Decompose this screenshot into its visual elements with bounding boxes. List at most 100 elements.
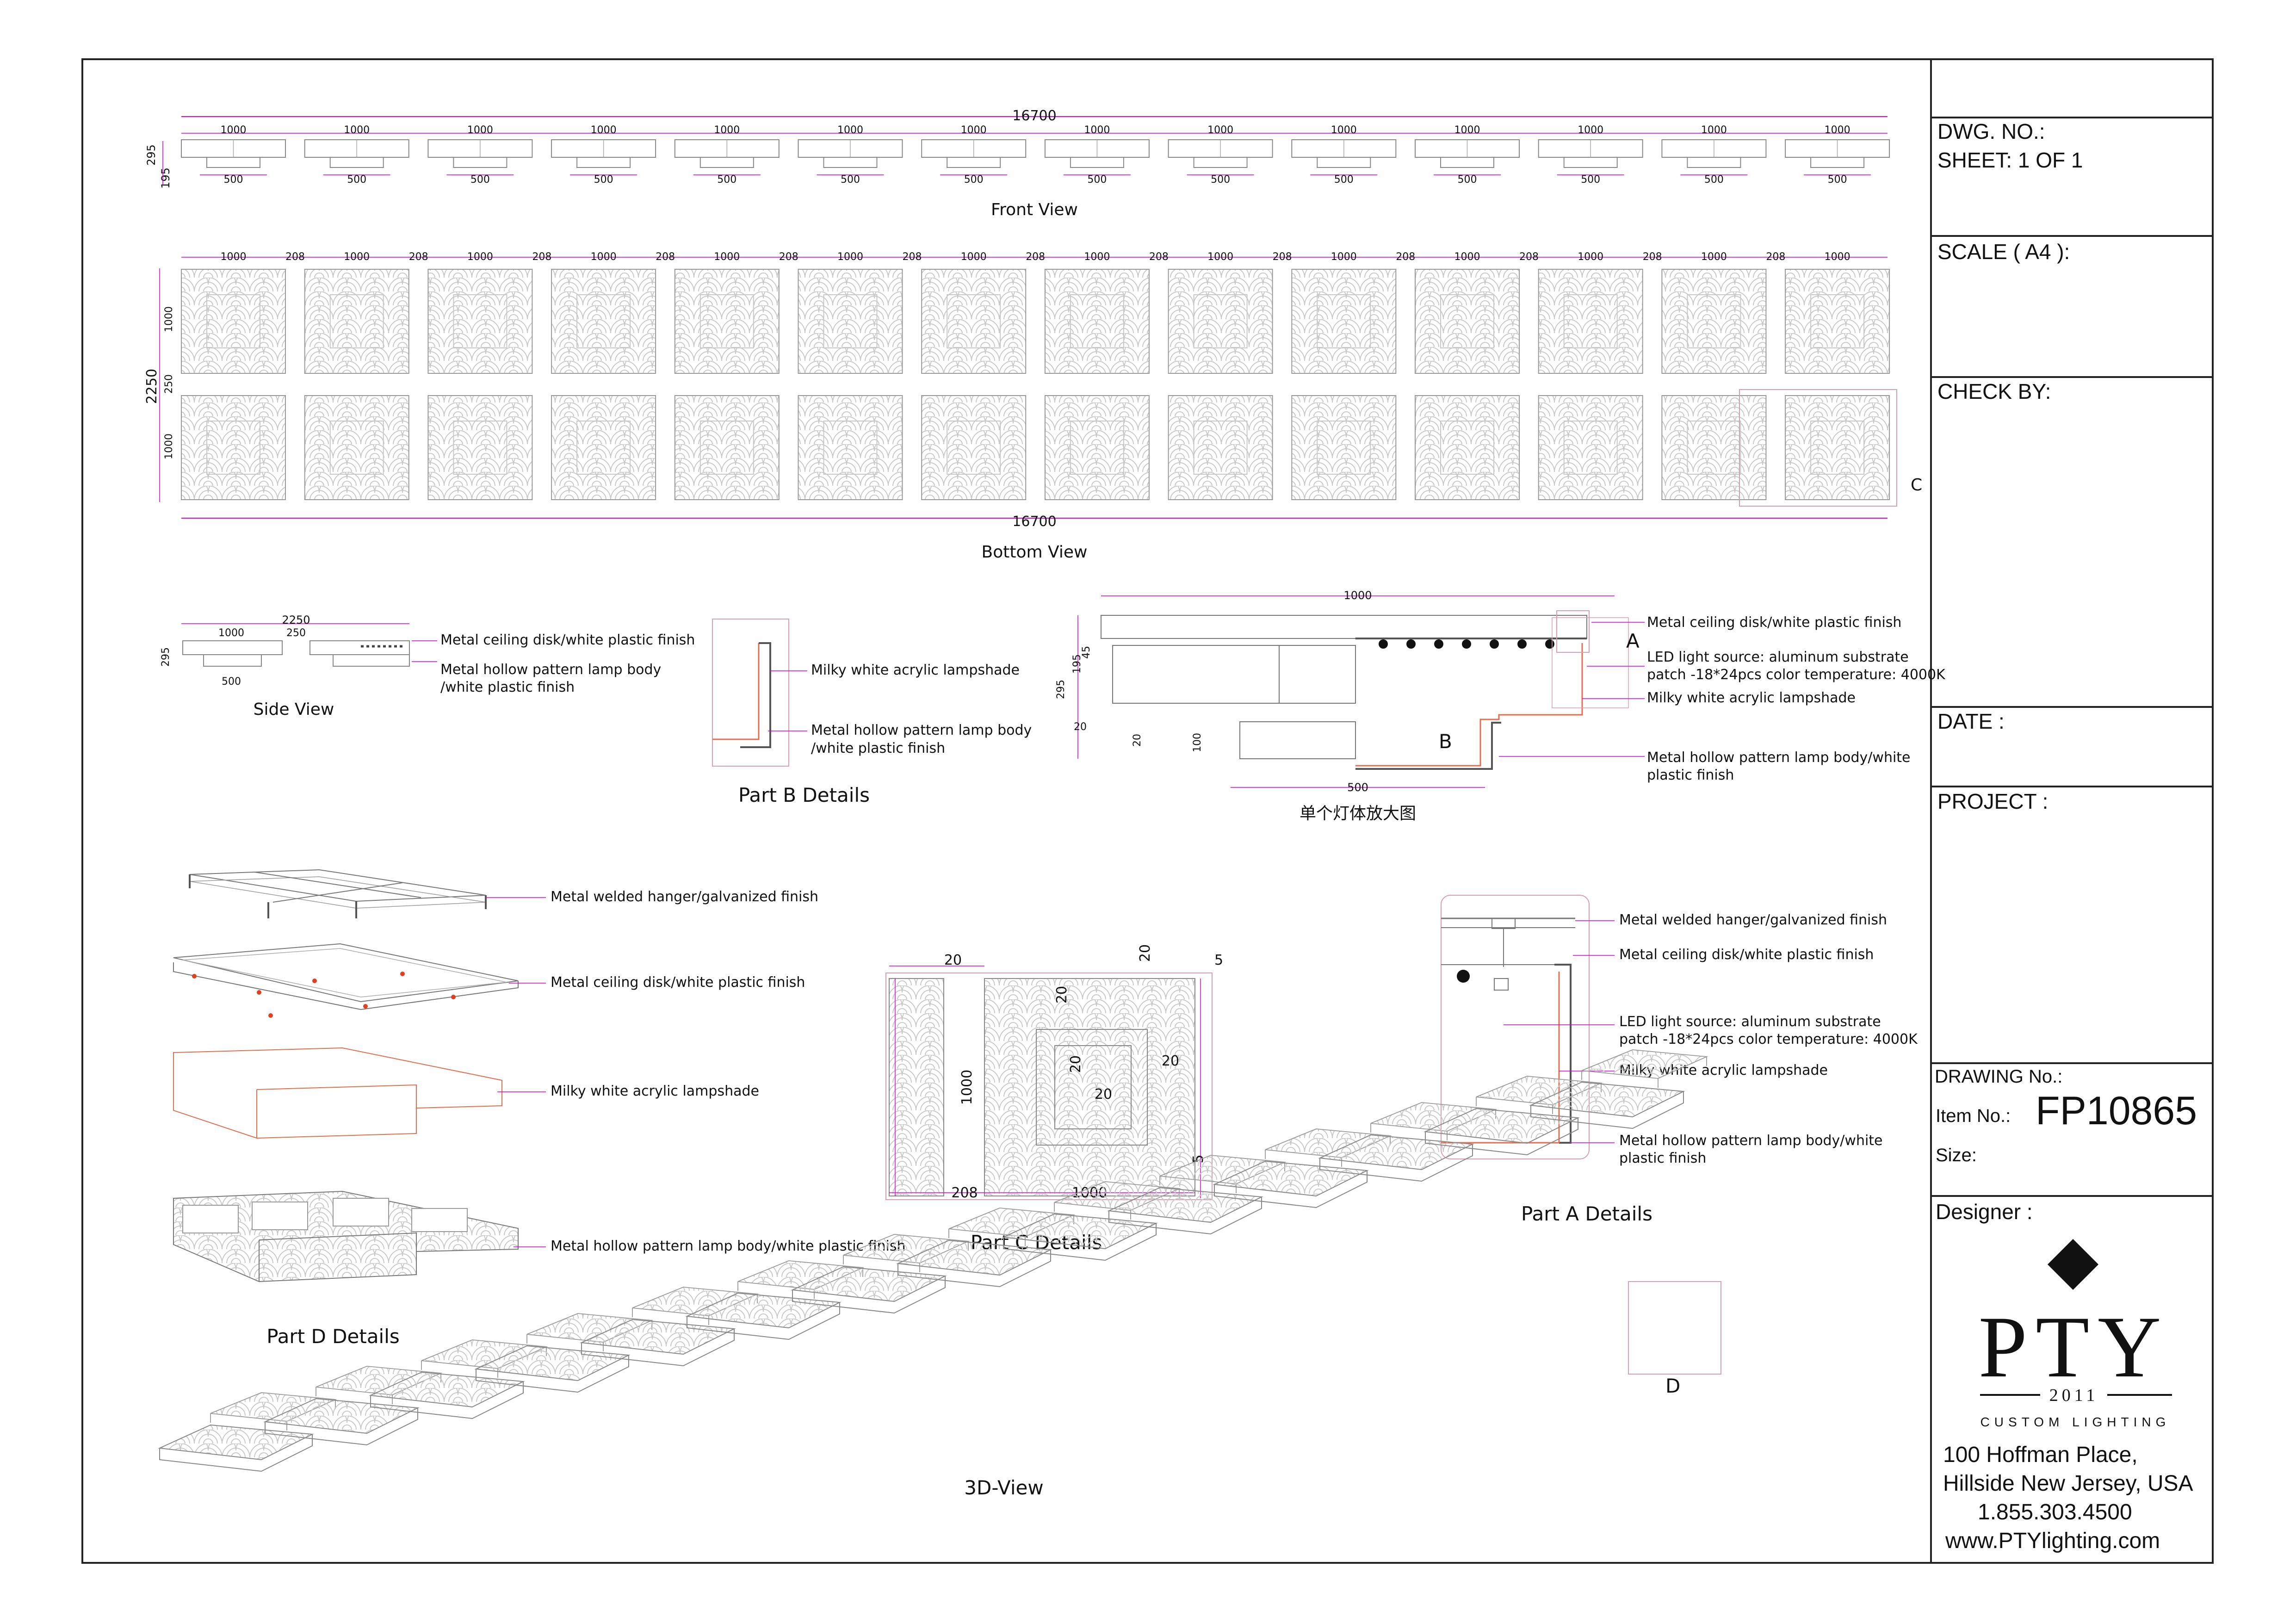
enlarged-top-dim: 45	[1081, 646, 1092, 659]
bottom-panel	[1044, 395, 1150, 500]
iso-module	[1002, 1181, 1181, 1261]
bottom-module-dim: 1000	[837, 251, 863, 263]
phone: 1.855.303.4500	[1978, 1500, 2132, 1524]
front-module-dim: 1000	[1454, 124, 1480, 136]
sheet-border	[81, 58, 2214, 1564]
front-module-half-dim: 500	[1334, 174, 1354, 186]
marker-b: B	[1439, 730, 1452, 753]
front-body-height-dim: 195	[159, 167, 172, 189]
front-module-half-dim: 500	[224, 174, 243, 186]
front-module-body	[1440, 157, 1494, 168]
drawing-no-label: DRAWING No.:	[1935, 1066, 2062, 1087]
part-b-title: Part B Details	[738, 784, 870, 806]
front-module-half-dim: 500	[1581, 174, 1600, 186]
date-label: DATE :	[1937, 709, 2005, 733]
part-b-callout-body-2: /white plastic finish	[811, 740, 945, 756]
website-link[interactable]: www.PTYlighting.com	[1945, 1529, 2160, 1553]
side-callout-body-2: /white plastic finish	[440, 679, 575, 695]
view-3d: D 3D-View	[158, 1049, 1721, 1499]
bottom-gap-dim: 208	[285, 251, 305, 263]
bottom-panel	[921, 269, 1027, 374]
front-module-half-dim: 500	[1211, 174, 1230, 186]
led-dot-icon	[1545, 639, 1554, 649]
iso-module	[1529, 1049, 1708, 1129]
bottom-module-dim: 1000	[961, 251, 987, 263]
marker-c: C	[1911, 476, 1922, 495]
enlarged-callout-led-2: patch -18*24pcs color temperature: 4000K	[1647, 667, 1946, 683]
front-module-half-dim: 500	[1087, 174, 1107, 186]
bottom-module-dim: 1000	[1207, 251, 1233, 263]
item-no-label: Item No.:	[1936, 1106, 2011, 1126]
front-module-half-dim: 500	[1458, 174, 1477, 186]
single-body-enlarged: 1000 A B 295 195 45 20 20 100 500 Metal …	[1055, 589, 1946, 823]
bottom-module-dim: 1000	[1454, 251, 1480, 263]
part-a-callout-led-2: patch -18*24pcs color temperature: 4000K	[1619, 1031, 1918, 1047]
part-c-height-1000: 1000	[959, 1070, 975, 1105]
bottom-panel	[921, 395, 1027, 500]
side-total-dim: 2250	[282, 613, 310, 626]
front-module-dim: 1000	[1701, 124, 1727, 136]
part-a-callout-disk: Metal ceiling disk/white plastic finish	[1619, 947, 1874, 963]
part-a-callout-body-2: plastic finish	[1619, 1150, 1706, 1166]
bottom-panel	[304, 269, 409, 374]
bottom-gap-dim: 208	[656, 251, 675, 263]
bottom-panel	[674, 395, 780, 500]
part-c-inner-20-b: 20	[1068, 1055, 1084, 1073]
iso-module	[1423, 1076, 1603, 1156]
part-a-callout-hanger: Metal welded hanger/galvanized finish	[1619, 912, 1887, 928]
part-d-callout-disk: Metal ceiling disk/white plastic finish	[551, 974, 805, 991]
led-dot-icon	[1490, 639, 1499, 649]
bottom-module-dim: 1000	[1084, 251, 1110, 263]
front-module-body	[206, 157, 260, 168]
front-module-half-dim: 500	[841, 174, 860, 186]
front-module-half-dim: 500	[347, 174, 366, 186]
bottom-panel	[1538, 395, 1643, 500]
enlarged-callout-body-1: Metal hollow pattern lamp body/white	[1647, 750, 1911, 766]
bottom-module-dim: 1000	[467, 251, 493, 263]
bottom-module-dim: 1000	[1578, 251, 1603, 263]
bottom-panel	[1785, 269, 1890, 374]
front-module-dim: 1000	[1825, 124, 1850, 136]
bottom-gap-dim: 208	[409, 251, 428, 263]
bottom-module-dim: 1000	[1825, 251, 1850, 263]
side-module-dim: 1000	[218, 627, 244, 639]
sheet-label: SHEET: 1 OF 1	[1937, 148, 2083, 172]
bottom-gap-dim: 208	[903, 251, 922, 263]
enlarged-bottom-20-dim: 20	[1132, 734, 1143, 747]
bottom-panel	[1661, 269, 1767, 374]
bottom-panel	[551, 395, 656, 500]
front-module-body	[453, 157, 507, 168]
part-d-details: Metal welded hanger/galvanized finish Me…	[173, 869, 905, 1348]
bottom-module-dim: 1000	[714, 251, 740, 263]
enlarged-body-dim: 195	[1071, 654, 1083, 674]
bottom-panel	[798, 395, 903, 500]
part-c-top-20: 20	[1137, 944, 1153, 962]
led-dot-icon	[1379, 639, 1388, 649]
item-no-value: FP10865	[2036, 1089, 2197, 1133]
front-module-body	[1563, 157, 1618, 168]
dwg-no-label: DWG. NO.:	[1937, 119, 2045, 143]
iso-module	[791, 1234, 970, 1314]
front-view-title: Front View	[991, 200, 1078, 219]
part-d-hanger	[189, 869, 487, 918]
bottom-row1-dim: 1000	[163, 306, 175, 332]
bottom-panel	[798, 269, 903, 374]
check-by-label: CHECK BY:	[1937, 379, 2051, 403]
part-d-acrylic	[173, 1047, 502, 1139]
enlarged-title: 单个灯体放大图	[1300, 804, 1416, 823]
led-dot-icon	[1517, 639, 1527, 649]
bottom-gap-dim: 208	[1643, 251, 1662, 263]
enlarged-100-dim: 100	[1192, 733, 1203, 752]
part-b-callout-body-1: Metal hollow pattern lamp body	[811, 722, 1032, 738]
enlarged-height-dim: 295	[1055, 680, 1067, 699]
logo-tagline: CUSTOM LIGHTING	[1980, 1415, 2171, 1429]
part-a-callout-led-1: LED light source: aluminum substrate	[1619, 1014, 1881, 1030]
bottom-module-dim: 1000	[1701, 251, 1727, 263]
address-line-1: 100 Hoffman Place,	[1943, 1443, 2138, 1467]
bottom-panel	[181, 269, 286, 374]
front-module-dim: 1000	[1207, 124, 1233, 136]
size-label: Size:	[1936, 1145, 1977, 1165]
bottom-panel	[1785, 395, 1890, 500]
part-d-callout-acrylic: Milky white acrylic lampshade	[551, 1083, 759, 1099]
